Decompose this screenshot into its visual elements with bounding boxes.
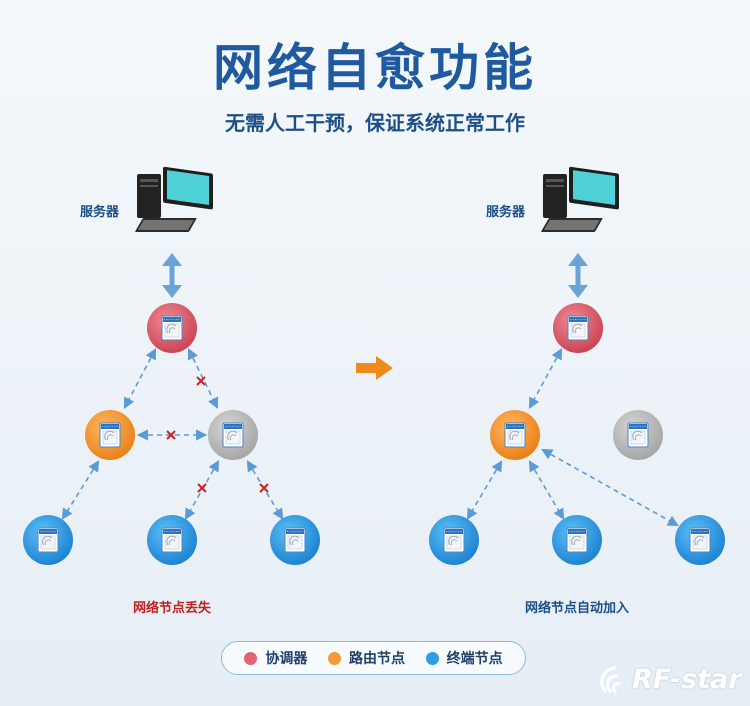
legend-router-label: 路由节点	[348, 651, 405, 667]
right-link-router-end3	[541, 448, 679, 527]
left-server-link	[162, 253, 182, 298]
right-link-coord-router	[528, 348, 563, 409]
legend-end-device-label: 终端节点	[446, 651, 503, 667]
page-subtitle: 无需人工干预，保证系统正常工作	[225, 111, 525, 135]
left-server-computer-icon	[134, 166, 213, 232]
transition-arrow-icon	[356, 356, 393, 380]
left-broken-marks	[166, 376, 269, 493]
right-link-router-end2	[528, 460, 565, 520]
right-server-link	[568, 253, 588, 298]
legend-coordinator: 协调器	[244, 648, 307, 668]
legend: 协调器 路由节点 终端节点	[221, 641, 526, 675]
right-server-label: 服务器	[486, 205, 526, 220]
left-caption: 网络节点丢失	[132, 601, 211, 616]
left-end-node-3	[270, 515, 320, 565]
right-caption: 网络节点自动加入	[524, 601, 629, 616]
rf-star-logo-icon	[600, 666, 621, 694]
left-link-lost-end3	[246, 460, 284, 520]
right-diagram	[429, 166, 725, 565]
rf-star-logo-text: RF-star	[632, 664, 742, 695]
right-end-node-1	[429, 515, 479, 565]
legend-router: 路由节点	[327, 648, 405, 668]
left-lost-node	[208, 410, 258, 460]
right-end-node-2	[552, 515, 602, 565]
left-end-node-1	[23, 515, 73, 565]
router-dot-icon	[327, 651, 341, 665]
legend-end-device: 终端节点	[425, 648, 503, 668]
rf-star-logo: RF-star	[600, 662, 750, 698]
legend-coordinator-label: 协调器	[265, 651, 308, 667]
left-router-node	[85, 410, 135, 460]
right-coordinator-node	[553, 303, 603, 353]
right-link-router-end1	[466, 460, 503, 520]
right-server-computer-icon	[540, 166, 619, 232]
left-diagram	[23, 166, 320, 565]
end-device-dot-icon	[425, 651, 439, 665]
right-router-node	[490, 410, 540, 460]
left-coordinator-node	[147, 303, 197, 353]
left-server-label: 服务器	[80, 205, 120, 220]
right-end-node-3	[675, 515, 725, 565]
left-link-coord-router	[123, 348, 157, 409]
left-link-lost-end2	[184, 460, 220, 520]
page-title: 网络自愈功能	[213, 39, 537, 97]
left-end-node-2	[147, 515, 197, 565]
right-lost-node	[613, 410, 663, 460]
left-link-router-end1	[61, 460, 100, 520]
coordinator-dot-icon	[244, 651, 258, 665]
